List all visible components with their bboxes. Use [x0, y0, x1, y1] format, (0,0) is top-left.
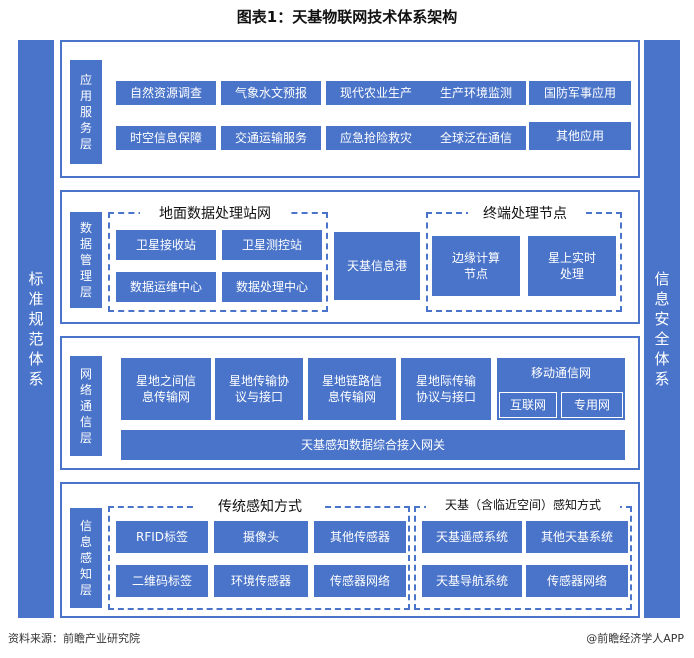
space-info-port: 天基信息港 [334, 232, 420, 300]
standards-sidebar: 标准规范体系 [18, 40, 54, 618]
app-item: 现代农业生产 [326, 81, 426, 105]
space-sensing-item: 其他天基系统 [526, 521, 628, 553]
traditional-item: 摄像头 [214, 521, 308, 553]
data-layer-label: 数据管理层 [70, 212, 102, 308]
mobile-network-title: 移动通信网 [530, 366, 591, 380]
traditional-item: 二维码标签 [116, 565, 208, 597]
app-item: 全球泛在通信 [426, 126, 526, 150]
network-item: 星地之间信 息传输网 [121, 358, 211, 420]
app-item: 生产环境监测 [426, 81, 526, 105]
app-item: 自然资源调查 [116, 81, 216, 105]
space-sensing-item: 传感器网络 [526, 565, 628, 597]
application-layer-panel [60, 40, 640, 178]
mobile-sub-item: 专用网 [561, 392, 623, 418]
standards-sidebar-label: 标准规范体系 [28, 270, 44, 388]
terminal-item: 边缘计算 节点 [432, 236, 520, 296]
security-sidebar: 信息安全体系 [644, 40, 680, 618]
sensing-gateway: 天基感知数据综合接入网关 [121, 430, 625, 460]
application-layer-label: 应用服务层 [70, 60, 102, 164]
space-sensing-item: 天基遥感系统 [422, 521, 522, 553]
app-item: 交通运输服务 [221, 126, 321, 150]
network-layer-label: 网络通信层 [70, 356, 102, 456]
traditional-sensing-title: 传统感知方式 [196, 496, 324, 516]
ground-item: 卫星接收站 [116, 230, 216, 260]
page-title: 图表1：天基物联网技术体系架构 [236, 8, 458, 26]
app-item: 应急抢险救灾 [326, 126, 426, 150]
mobile-sub-item: 互联网 [499, 392, 557, 418]
credit-note: @前瞻经济学人APP [586, 632, 684, 645]
network-item: 星地传输协 议与接口 [215, 358, 303, 420]
traditional-item: 环境传感器 [214, 565, 308, 597]
sensing-layer-label: 信息感知层 [70, 508, 102, 608]
ground-item: 数据运维中心 [116, 272, 216, 302]
traditional-item: RFID标签 [116, 521, 208, 553]
traditional-item: 其他传感器 [314, 521, 406, 553]
ground-item: 卫星测控站 [222, 230, 322, 260]
space-sensing-title: 天基（含临近空间）感知方式 [426, 496, 620, 513]
source-note: 资料来源：前瞻产业研究院 [8, 632, 140, 645]
ground-item: 数据处理中心 [222, 272, 322, 302]
network-item: 星地际传输 协议与接口 [401, 358, 491, 420]
app-item: 其他应用 [529, 122, 631, 150]
traditional-item: 传感器网络 [314, 565, 406, 597]
app-item: 国防军事应用 [529, 81, 631, 105]
terminal-node-title: 终端处理节点 [468, 203, 582, 223]
network-item: 星地链路信 息传输网 [308, 358, 396, 420]
ground-station-title: 地面数据处理站网 [140, 203, 290, 223]
space-sensing-item: 天基导航系统 [422, 565, 522, 597]
app-item: 时空信息保障 [116, 126, 216, 150]
app-item: 气象水文预报 [221, 81, 321, 105]
terminal-item: 星上实时 处理 [528, 236, 616, 296]
security-sidebar-label: 信息安全体系 [654, 270, 670, 388]
